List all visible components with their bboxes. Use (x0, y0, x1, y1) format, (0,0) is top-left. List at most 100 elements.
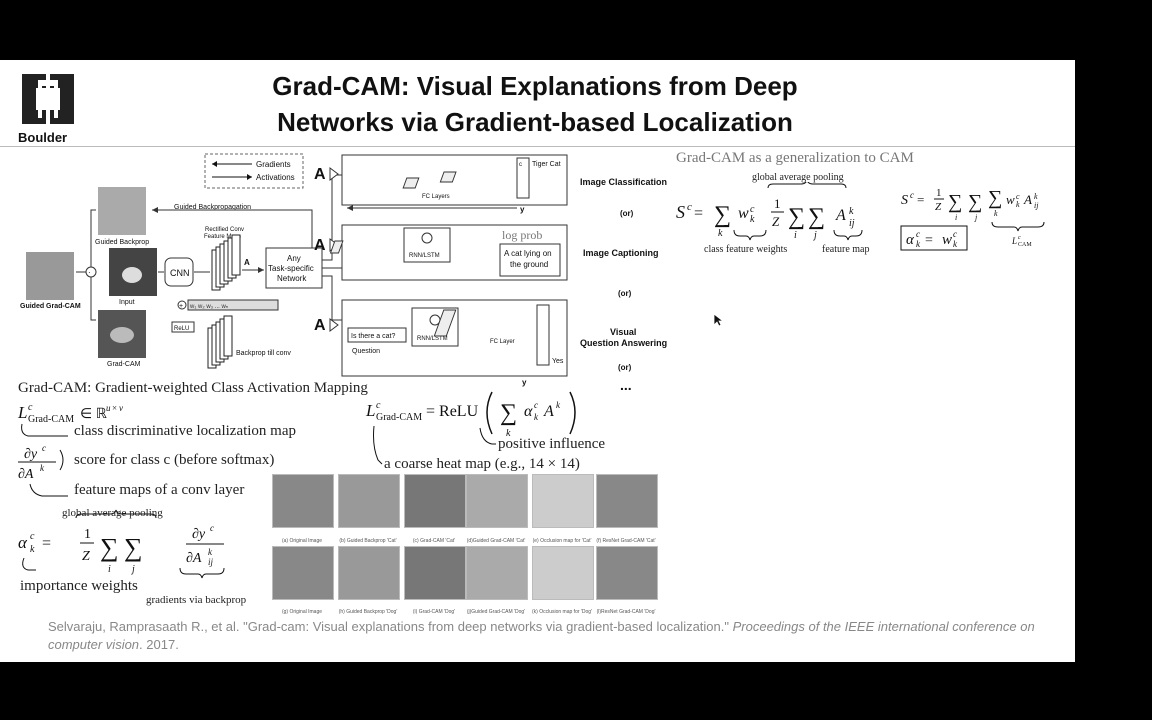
thumb-resnet-gradcam-dog (596, 546, 658, 600)
citation: Selvaraju, Ramprasaath R., et al. "Grad-… (48, 618, 1038, 654)
svg-text:c: c (916, 229, 920, 239)
question-box (347, 327, 407, 343)
svg-text:c: c (1016, 192, 1020, 201)
citation-venue: Proceedings of the IEEE international co… (48, 619, 1035, 652)
caption-j: (j)Guided Grad-CAM 'Dog' (466, 609, 526, 615)
question-label: Question (352, 348, 380, 355)
feature-maps-stack (211, 234, 241, 291)
branch1-A: A (314, 166, 326, 183)
svg-text:k: k (556, 400, 561, 410)
svg-text:c: c (687, 201, 692, 213)
question-text: Is there a cat? (351, 333, 395, 340)
network-label: Network (277, 274, 307, 283)
svg-text:∑: ∑ (124, 533, 143, 562)
svg-text:∈ ℝ: ∈ ℝ (80, 407, 107, 422)
svg-text:c: c (42, 443, 46, 453)
rnn-lstm-label-1: RNN/LSTM (409, 253, 440, 259)
cu-boulder-logo: Boulder (18, 70, 78, 145)
svg-text:∑: ∑ (968, 191, 982, 213)
divider (0, 146, 1075, 147)
svg-text:c: c (210, 523, 214, 533)
svg-text:= ReLU: = ReLU (426, 403, 479, 420)
thumb-gradcam-dog (404, 546, 466, 600)
gradients-via-backprop-label: gradients via backprop (146, 594, 247, 606)
svg-text:Z: Z (935, 201, 942, 213)
positive-influence-label: positive influence (498, 436, 606, 452)
l-cam-sub: CAM (1018, 242, 1032, 248)
svg-text:Grad-CAM: Grad-CAM (376, 412, 422, 423)
or-1: (or) (620, 209, 634, 218)
svg-text:S: S (901, 193, 908, 208)
relu-label: ReLU (174, 326, 189, 332)
class-disc-label: class discriminative localization map (74, 423, 297, 439)
task-specific-label: Task-specific (268, 264, 314, 273)
caption-box (499, 243, 561, 277)
feature-maps-note: feature maps of a conv layer (74, 482, 245, 498)
svg-text:1: 1 (84, 527, 91, 542)
guided-backprop-box-label: Guided Backprop (95, 239, 149, 246)
svg-text:k: k (1016, 200, 1020, 209)
branch2-A: A (314, 237, 326, 254)
cnn-label: CNN (170, 268, 190, 278)
caption-g: (g) Original Image (281, 609, 322, 615)
svg-text:Z: Z (772, 214, 780, 229)
relu-box (171, 321, 195, 333)
logo-text: Boulder (18, 130, 68, 145)
caption-line-2: the ground (510, 260, 548, 269)
svg-text:∑: ∑ (788, 204, 805, 230)
thumb-resnet-gradcam-cat (596, 474, 658, 528)
svg-text:ij: ij (1034, 201, 1039, 210)
svg-text:A: A (835, 207, 846, 224)
cu-logo-icon (22, 74, 74, 124)
svg-text:w: w (1006, 192, 1015, 207)
svg-text:w₁ w₂ w₃ ... wₙ: w₁ w₂ w₃ ... wₙ (189, 304, 229, 310)
mouse-cursor-icon (713, 313, 725, 327)
title-line-2: Networks via Gradient-based Localization (277, 107, 793, 137)
svg-text:∂y: ∂y (24, 447, 38, 462)
gap-note: global average pooling (62, 507, 163, 519)
svg-text:+: + (179, 303, 183, 310)
caption-c: (c) Grad-CAM 'Cat' (412, 538, 456, 544)
cnn-box (164, 257, 194, 287)
fc-layers-label: FC Layers (422, 194, 450, 200)
svg-text:∂A: ∂A (18, 467, 34, 482)
fc-layers (402, 171, 457, 189)
guided-gradcam-label: Guided Grad-CAM (20, 303, 81, 310)
rnn-lstm-label-2: RNN/LSTM (417, 336, 448, 342)
svg-text:c: c (376, 400, 381, 411)
backprop-till-conv-label: Backprop till conv (236, 350, 291, 357)
svg-text:j: j (812, 230, 817, 241)
or-3: (or) (618, 363, 632, 372)
svg-text:Grad-CAM: Grad-CAM (28, 414, 74, 425)
coarse-heat-map-label: a coarse heat map (e.g., 14 × 14) (384, 456, 580, 472)
gradcam-label: Grad-CAM (107, 361, 141, 368)
answer-vector (536, 304, 550, 366)
right-heading: Grad-CAM as a generalization to CAM (676, 150, 914, 166)
captioning-branch (341, 224, 568, 281)
log-prob-label: log prob (502, 228, 542, 242)
svg-text:ij: ij (208, 557, 214, 567)
svg-text:k: k (1034, 192, 1038, 201)
svg-text:c: c (750, 204, 755, 215)
thumb-gradcam-cat (404, 474, 466, 528)
svg-text:α: α (524, 403, 533, 420)
task-vqa-1: Visual (610, 327, 636, 337)
svg-text:=: = (925, 233, 933, 248)
svg-text:=: = (694, 205, 703, 222)
caption-a: (a) Original Image (281, 538, 322, 544)
svg-text:S: S (676, 202, 685, 222)
rectified-label: Rectified Conv (205, 227, 244, 233)
c-label: c (519, 162, 522, 168)
svg-text:i: i (955, 213, 957, 222)
svg-text:i: i (108, 564, 111, 575)
svg-text:L: L (365, 401, 375, 420)
svg-text:j: j (130, 564, 135, 575)
tiger-cat-label: Tiger Cat (532, 161, 561, 168)
gradcam-pipeline-diagram: Gradients Activations Guided Backprop Gu… (20, 153, 667, 390)
caption-d: (d)Guided Grad-CAM 'Cat' (466, 538, 526, 544)
or-2: (or) (618, 289, 632, 298)
slide: Boulder Grad-CAM: Visual Explanations fr… (0, 60, 1075, 662)
